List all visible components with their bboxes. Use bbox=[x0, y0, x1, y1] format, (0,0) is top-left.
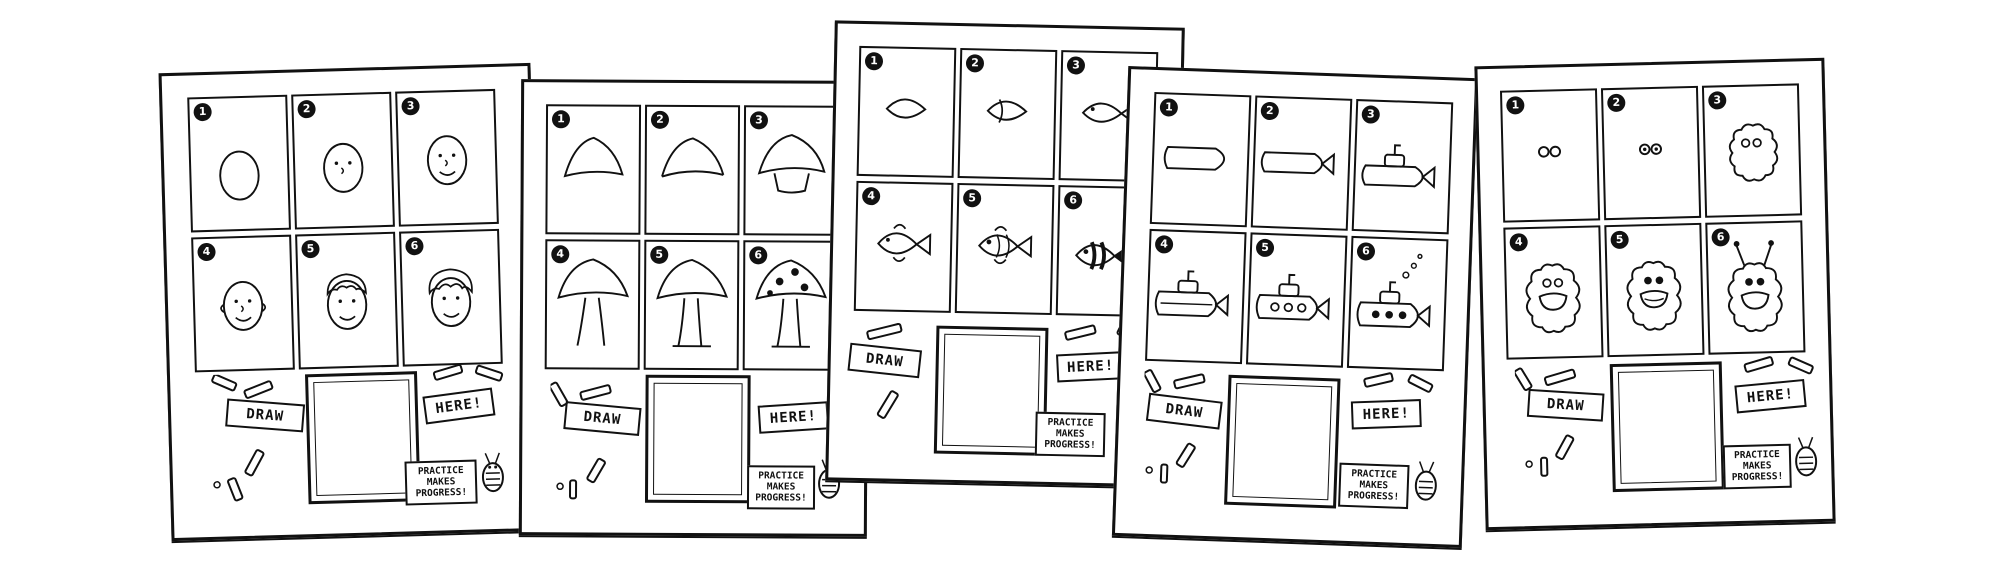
bug-mascot-icon bbox=[1414, 461, 1437, 501]
worksheet-monster: 1 2 3 4 5 6 DRAW HERE! PRACTICE MAKES PR… bbox=[1474, 57, 1836, 531]
mushroom-step-1-drawing bbox=[563, 136, 624, 178]
crayon-icon bbox=[550, 381, 612, 407]
worksheet-face: 1 2 3 4 5 6 DRAW HERE! PRACTICE MAKES PR… bbox=[158, 62, 544, 542]
crayon-icon bbox=[556, 457, 606, 500]
step-cell: 2 bbox=[1600, 85, 1702, 221]
draw-banner: DRAW bbox=[847, 342, 923, 379]
worksheet-submarine: 1 2 3 4 5 6 DRAW HERE! PRACTICE MAKES PR… bbox=[1111, 66, 1479, 548]
step-cell: 4 bbox=[853, 180, 954, 313]
monster-step-4-drawing bbox=[1525, 263, 1581, 334]
step-cell: 5 bbox=[954, 182, 1055, 315]
step-cell: 6 bbox=[742, 240, 839, 371]
drawing-area[interactable] bbox=[305, 371, 421, 505]
step-cell: 4 bbox=[1503, 225, 1604, 360]
drawing-area[interactable] bbox=[933, 325, 1049, 456]
submarine-step-6-drawing bbox=[1356, 253, 1431, 328]
monster-step-5-drawing bbox=[1626, 260, 1682, 331]
step-cell: 4 bbox=[191, 234, 295, 373]
step-cell: 3 bbox=[1701, 83, 1803, 218]
step-cell: 1 bbox=[187, 94, 291, 233]
step-cell: 6 bbox=[399, 228, 503, 367]
step-cell: 3 bbox=[395, 88, 499, 227]
monster-step-6-drawing bbox=[1727, 240, 1783, 333]
face-step-3-drawing bbox=[426, 135, 468, 186]
submarine-step-3-drawing bbox=[1361, 144, 1436, 190]
here-banner: HERE! bbox=[1734, 378, 1807, 414]
here-banner: HERE! bbox=[1350, 399, 1422, 430]
step-cell: 5 bbox=[295, 231, 399, 370]
step-cell: 2 bbox=[1250, 95, 1353, 231]
face-step-5-drawing bbox=[326, 273, 368, 330]
submarine-step-5-drawing bbox=[1255, 273, 1330, 321]
step-cell: 1 bbox=[856, 45, 957, 178]
crayon-icon bbox=[1145, 442, 1196, 484]
here-banner: HERE! bbox=[422, 387, 496, 425]
crayon-icon bbox=[1143, 369, 1206, 393]
practice-sign: PRACTICE MAKES PROGRESS! bbox=[1034, 411, 1106, 458]
bug-mascot-icon bbox=[481, 452, 504, 493]
steps-grid: 1 2 3 4 5 6 bbox=[544, 104, 851, 376]
step-cell: 1 bbox=[1499, 88, 1601, 223]
mushroom-step-3-drawing bbox=[757, 134, 826, 194]
mushroom-step-2-drawing bbox=[661, 137, 725, 178]
crayon-icon bbox=[1514, 367, 1577, 391]
drawing-area[interactable] bbox=[1609, 361, 1725, 493]
mushroom-step-6-drawing bbox=[755, 259, 828, 348]
crayon-icon bbox=[213, 449, 265, 502]
step-cell: 1 bbox=[1149, 91, 1252, 228]
practice-sign: PRACTICE MAKES PROGRESS! bbox=[746, 465, 816, 510]
worksheet-mushroom: 1 2 3 4 5 6 DRAW HERE! PRACTICE MAKES PR… bbox=[518, 79, 870, 537]
crayon-icon bbox=[1525, 434, 1575, 477]
face-step-1-drawing bbox=[219, 150, 260, 201]
step-cell: 2 bbox=[957, 48, 1058, 181]
steps-grid: 1 2 3 4 5 6 bbox=[1499, 83, 1817, 365]
mushroom-step-4-drawing bbox=[557, 258, 630, 346]
step-cell: 3 bbox=[1351, 99, 1454, 235]
step-cell: 1 bbox=[545, 104, 642, 235]
fish-step-1-drawing bbox=[885, 98, 927, 119]
fish-step-5-drawing bbox=[977, 225, 1033, 265]
step-cell: 3 bbox=[743, 105, 840, 236]
crayon-icon bbox=[1363, 372, 1434, 393]
crayon-icon bbox=[432, 363, 504, 382]
crayon-icon bbox=[1743, 356, 1814, 375]
crayon-icon bbox=[211, 373, 274, 399]
fish-step-2-drawing bbox=[986, 99, 1028, 123]
face-step-4-drawing bbox=[220, 280, 267, 331]
face-step-6-drawing bbox=[428, 268, 473, 327]
here-banner: HERE! bbox=[757, 401, 830, 434]
step-cell: 6 bbox=[1346, 235, 1449, 372]
crayon-icon bbox=[866, 322, 903, 341]
here-banner: HERE! bbox=[1056, 351, 1126, 383]
step-cell: 4 bbox=[544, 239, 641, 370]
steps-grid: 1 2 3 4 5 6 bbox=[187, 88, 517, 378]
step-cell: 4 bbox=[1145, 228, 1247, 365]
practice-sign: PRACTICE MAKES PROGRESS! bbox=[1338, 462, 1410, 510]
monster-step-1-drawing bbox=[1538, 145, 1562, 158]
step-cell: 6 bbox=[1705, 220, 1806, 355]
monster-step-3-drawing bbox=[1728, 123, 1779, 182]
step-cell: 2 bbox=[644, 104, 741, 236]
step-cell: 5 bbox=[643, 239, 740, 371]
bug-mascot-icon bbox=[1795, 436, 1818, 477]
submarine-step-2-drawing bbox=[1260, 151, 1335, 176]
mushroom-step-5-drawing bbox=[656, 258, 729, 348]
practice-sign: PRACTICE MAKES PROGRESS! bbox=[404, 459, 478, 506]
drawing-area[interactable] bbox=[1224, 374, 1341, 509]
practice-sign: PRACTICE MAKES PROGRESS! bbox=[1722, 443, 1792, 490]
steps-grid: 1 2 3 4 5 6 bbox=[1145, 91, 1464, 378]
monster-step-2-drawing bbox=[1638, 143, 1662, 156]
step-cell: 5 bbox=[1245, 232, 1348, 368]
crayon-icon bbox=[876, 390, 899, 419]
drawing-area[interactable] bbox=[644, 374, 751, 504]
step-cell: 5 bbox=[1604, 222, 1705, 358]
face-step-2-drawing bbox=[323, 142, 364, 193]
submarine-step-4-drawing bbox=[1154, 270, 1230, 318]
step-cell: 2 bbox=[291, 91, 395, 230]
submarine-step-1-drawing bbox=[1163, 145, 1226, 171]
fish-step-4-drawing bbox=[877, 223, 932, 263]
